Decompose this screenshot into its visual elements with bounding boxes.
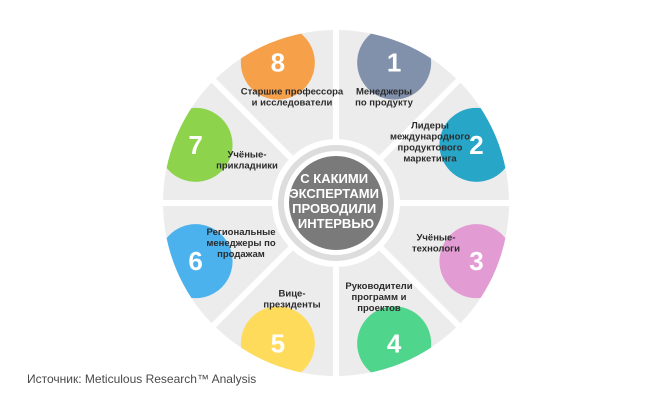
petal-5-badge: 5 — [240, 306, 315, 376]
segment-label-line: прикладники — [216, 161, 278, 172]
segment-label-7: Учёные-прикладники — [216, 150, 278, 172]
segment-number-1: 1 — [387, 48, 401, 78]
segment-label-3: Учёные-технологи — [412, 233, 460, 255]
hub-title-line: С КАКИМИ — [300, 171, 368, 186]
segment-label-line: Руководители — [345, 281, 412, 292]
segment-label-line: менеджеры по — [206, 238, 276, 249]
wheel-badges: 1 2 3 4 5 6 7 8 — [163, 30, 509, 376]
segment-label-line: международного — [390, 132, 470, 143]
segment-label-line: президенты — [263, 300, 320, 311]
hub-title-line: ЭКСПЕРТАМИ — [289, 186, 379, 201]
segment-label-line: проектов — [357, 303, 401, 314]
segment-label-5: Вице-президенты — [263, 289, 320, 311]
segment-label-line: Лидеры — [411, 121, 449, 132]
segment-label-line: продуктового — [398, 143, 463, 154]
segment-label-line: Менеджеры — [356, 87, 412, 98]
segment-label-line: программ и — [352, 292, 407, 303]
segment-number-5: 5 — [271, 328, 285, 358]
segment-number-4: 4 — [387, 328, 402, 358]
segment-label-line: и исследователи — [252, 98, 333, 109]
segment-number-6: 6 — [188, 246, 202, 276]
hub-title-line: ИНТЕРВЬЮ — [298, 216, 374, 231]
hub-core — [289, 156, 383, 250]
segment-number-2: 2 — [469, 130, 483, 160]
segment-number-3: 3 — [469, 246, 483, 276]
segment-label-line: Старшие профессора — [241, 87, 344, 98]
segment-label-line: Учёные- — [227, 150, 266, 161]
segment-number-7: 7 — [188, 130, 202, 160]
segment-label-line: Региональные — [206, 227, 275, 238]
petal-4-badge: 4 — [357, 306, 432, 376]
hub-title: С КАКИМИ ЭКСПЕРТАМИ ПРОВОДИЛИ ИНТЕРВЬЮ — [289, 171, 382, 231]
segment-number-8: 8 — [271, 48, 285, 78]
segment-label-line: Вице- — [279, 289, 306, 300]
segment-label-line: по продукту — [355, 98, 413, 109]
center-hub: С КАКИМИ ЭКСПЕРТАМИ ПРОВОДИЛИ ИНТЕРВЬЮ — [278, 145, 394, 261]
segment-label-line: продажам — [217, 249, 265, 260]
segment-label-line: маркетинга — [403, 154, 457, 165]
source-note: Источник: Meticulous Research™ Analysis — [27, 372, 257, 386]
segment-label-line: Учёные- — [416, 233, 455, 244]
segment-label-line: технологи — [412, 244, 460, 255]
hub-title-line: ПРОВОДИЛИ — [292, 201, 376, 216]
